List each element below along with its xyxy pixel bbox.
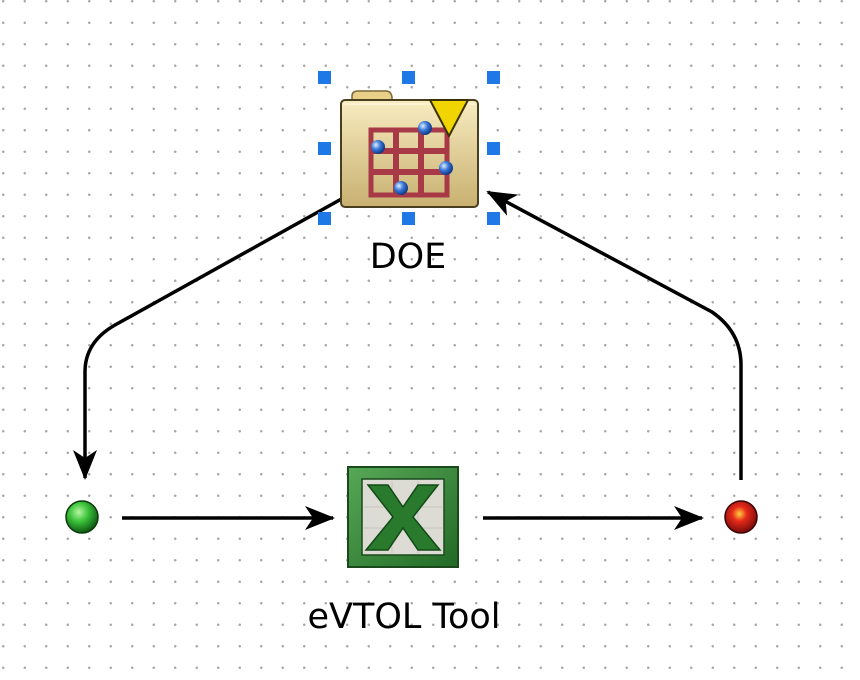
start-node-icon (65, 500, 99, 534)
evtol-label: eVTOL Tool (307, 597, 500, 637)
end-node[interactable] (724, 500, 758, 534)
evtol-node[interactable]: eVTOL Tool (307, 466, 501, 637)
connection-end-to-doe[interactable] (486, 190, 743, 480)
doe-node[interactable]: DOE (318, 71, 500, 277)
doe-label: DOE (370, 237, 447, 277)
connection-doe-to-start[interactable] (73, 195, 346, 480)
doe-folder-icon (340, 90, 479, 208)
start-node[interactable] (65, 500, 99, 534)
end-node-icon (724, 500, 758, 534)
excel-icon (347, 466, 459, 568)
selection-handles[interactable] (318, 71, 500, 225)
